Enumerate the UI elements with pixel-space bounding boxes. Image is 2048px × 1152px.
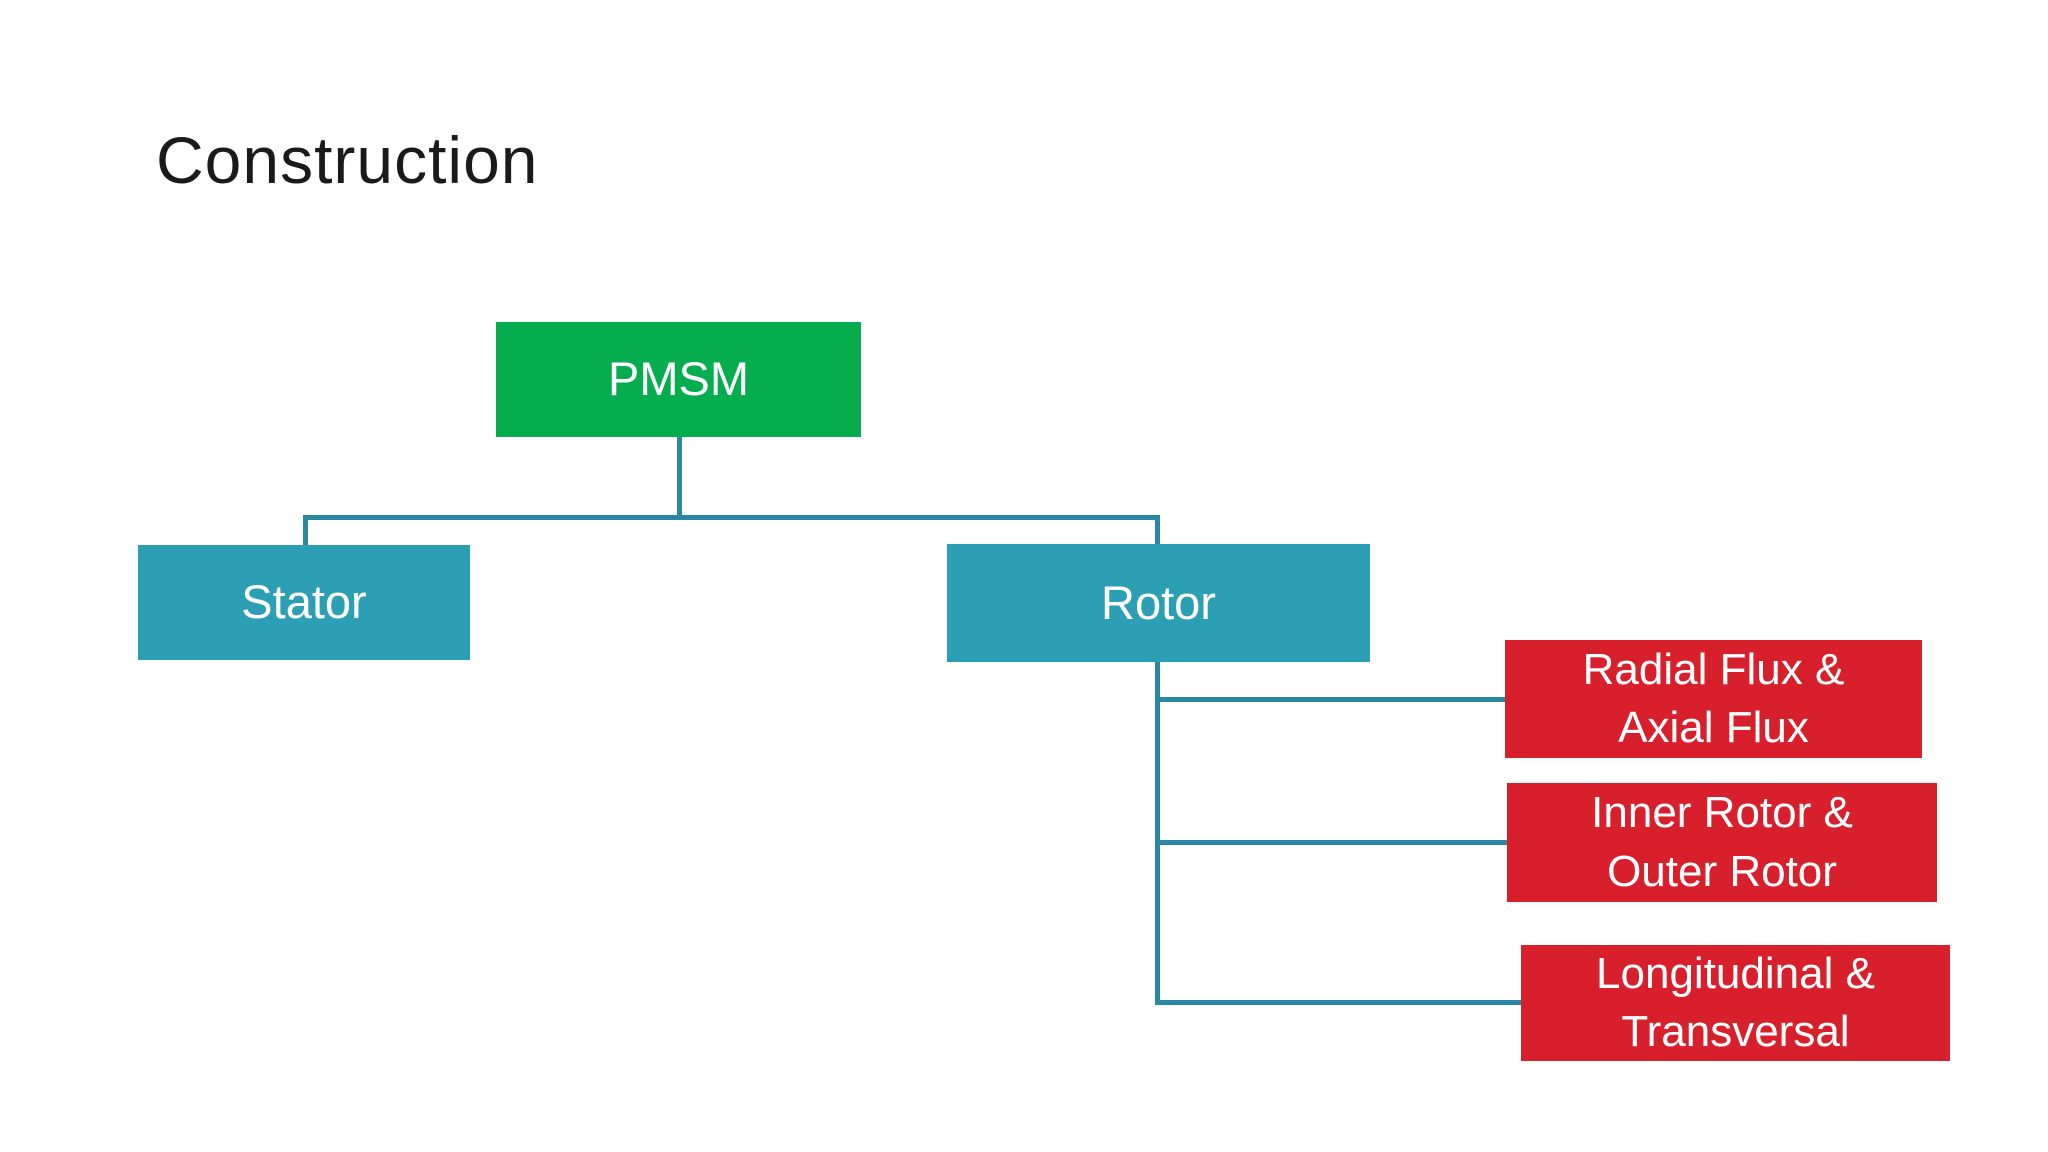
node-rotor: Rotor	[947, 544, 1370, 662]
node-stator-label: Stator	[241, 575, 367, 629]
node-pmsm-label: PMSM	[608, 352, 749, 406]
connector-stator-drop	[303, 515, 308, 546]
connector-branch-longitudinal-transversal	[1158, 1000, 1521, 1005]
node-longitudinal-transversal-label: Longitudinal & Transversal	[1596, 948, 1875, 1056]
node-radial-axial-flux: Radial Flux & Axial Flux	[1505, 640, 1922, 758]
connector-rotor-stem	[1155, 662, 1160, 1005]
connector-pmsm-stem	[677, 437, 682, 517]
node-inner-outer-rotor: Inner Rotor & Outer Rotor	[1507, 783, 1937, 902]
connector-rotor-drop	[1155, 515, 1160, 545]
node-stator: Stator	[138, 545, 470, 660]
node-rotor-label: Rotor	[1101, 575, 1216, 629]
node-radial-axial-flux-label: Radial Flux & Axial Flux	[1582, 644, 1845, 752]
connector-branch-inner-outer	[1158, 840, 1507, 845]
connector-horizontal-main	[303, 515, 1160, 520]
page-title: Construction	[156, 123, 539, 197]
node-longitudinal-transversal: Longitudinal & Transversal	[1521, 945, 1950, 1061]
node-pmsm: PMSM	[496, 322, 861, 437]
node-inner-outer-rotor-label: Inner Rotor & Outer Rotor	[1591, 788, 1853, 896]
connector-branch-radial-axial	[1158, 697, 1505, 702]
